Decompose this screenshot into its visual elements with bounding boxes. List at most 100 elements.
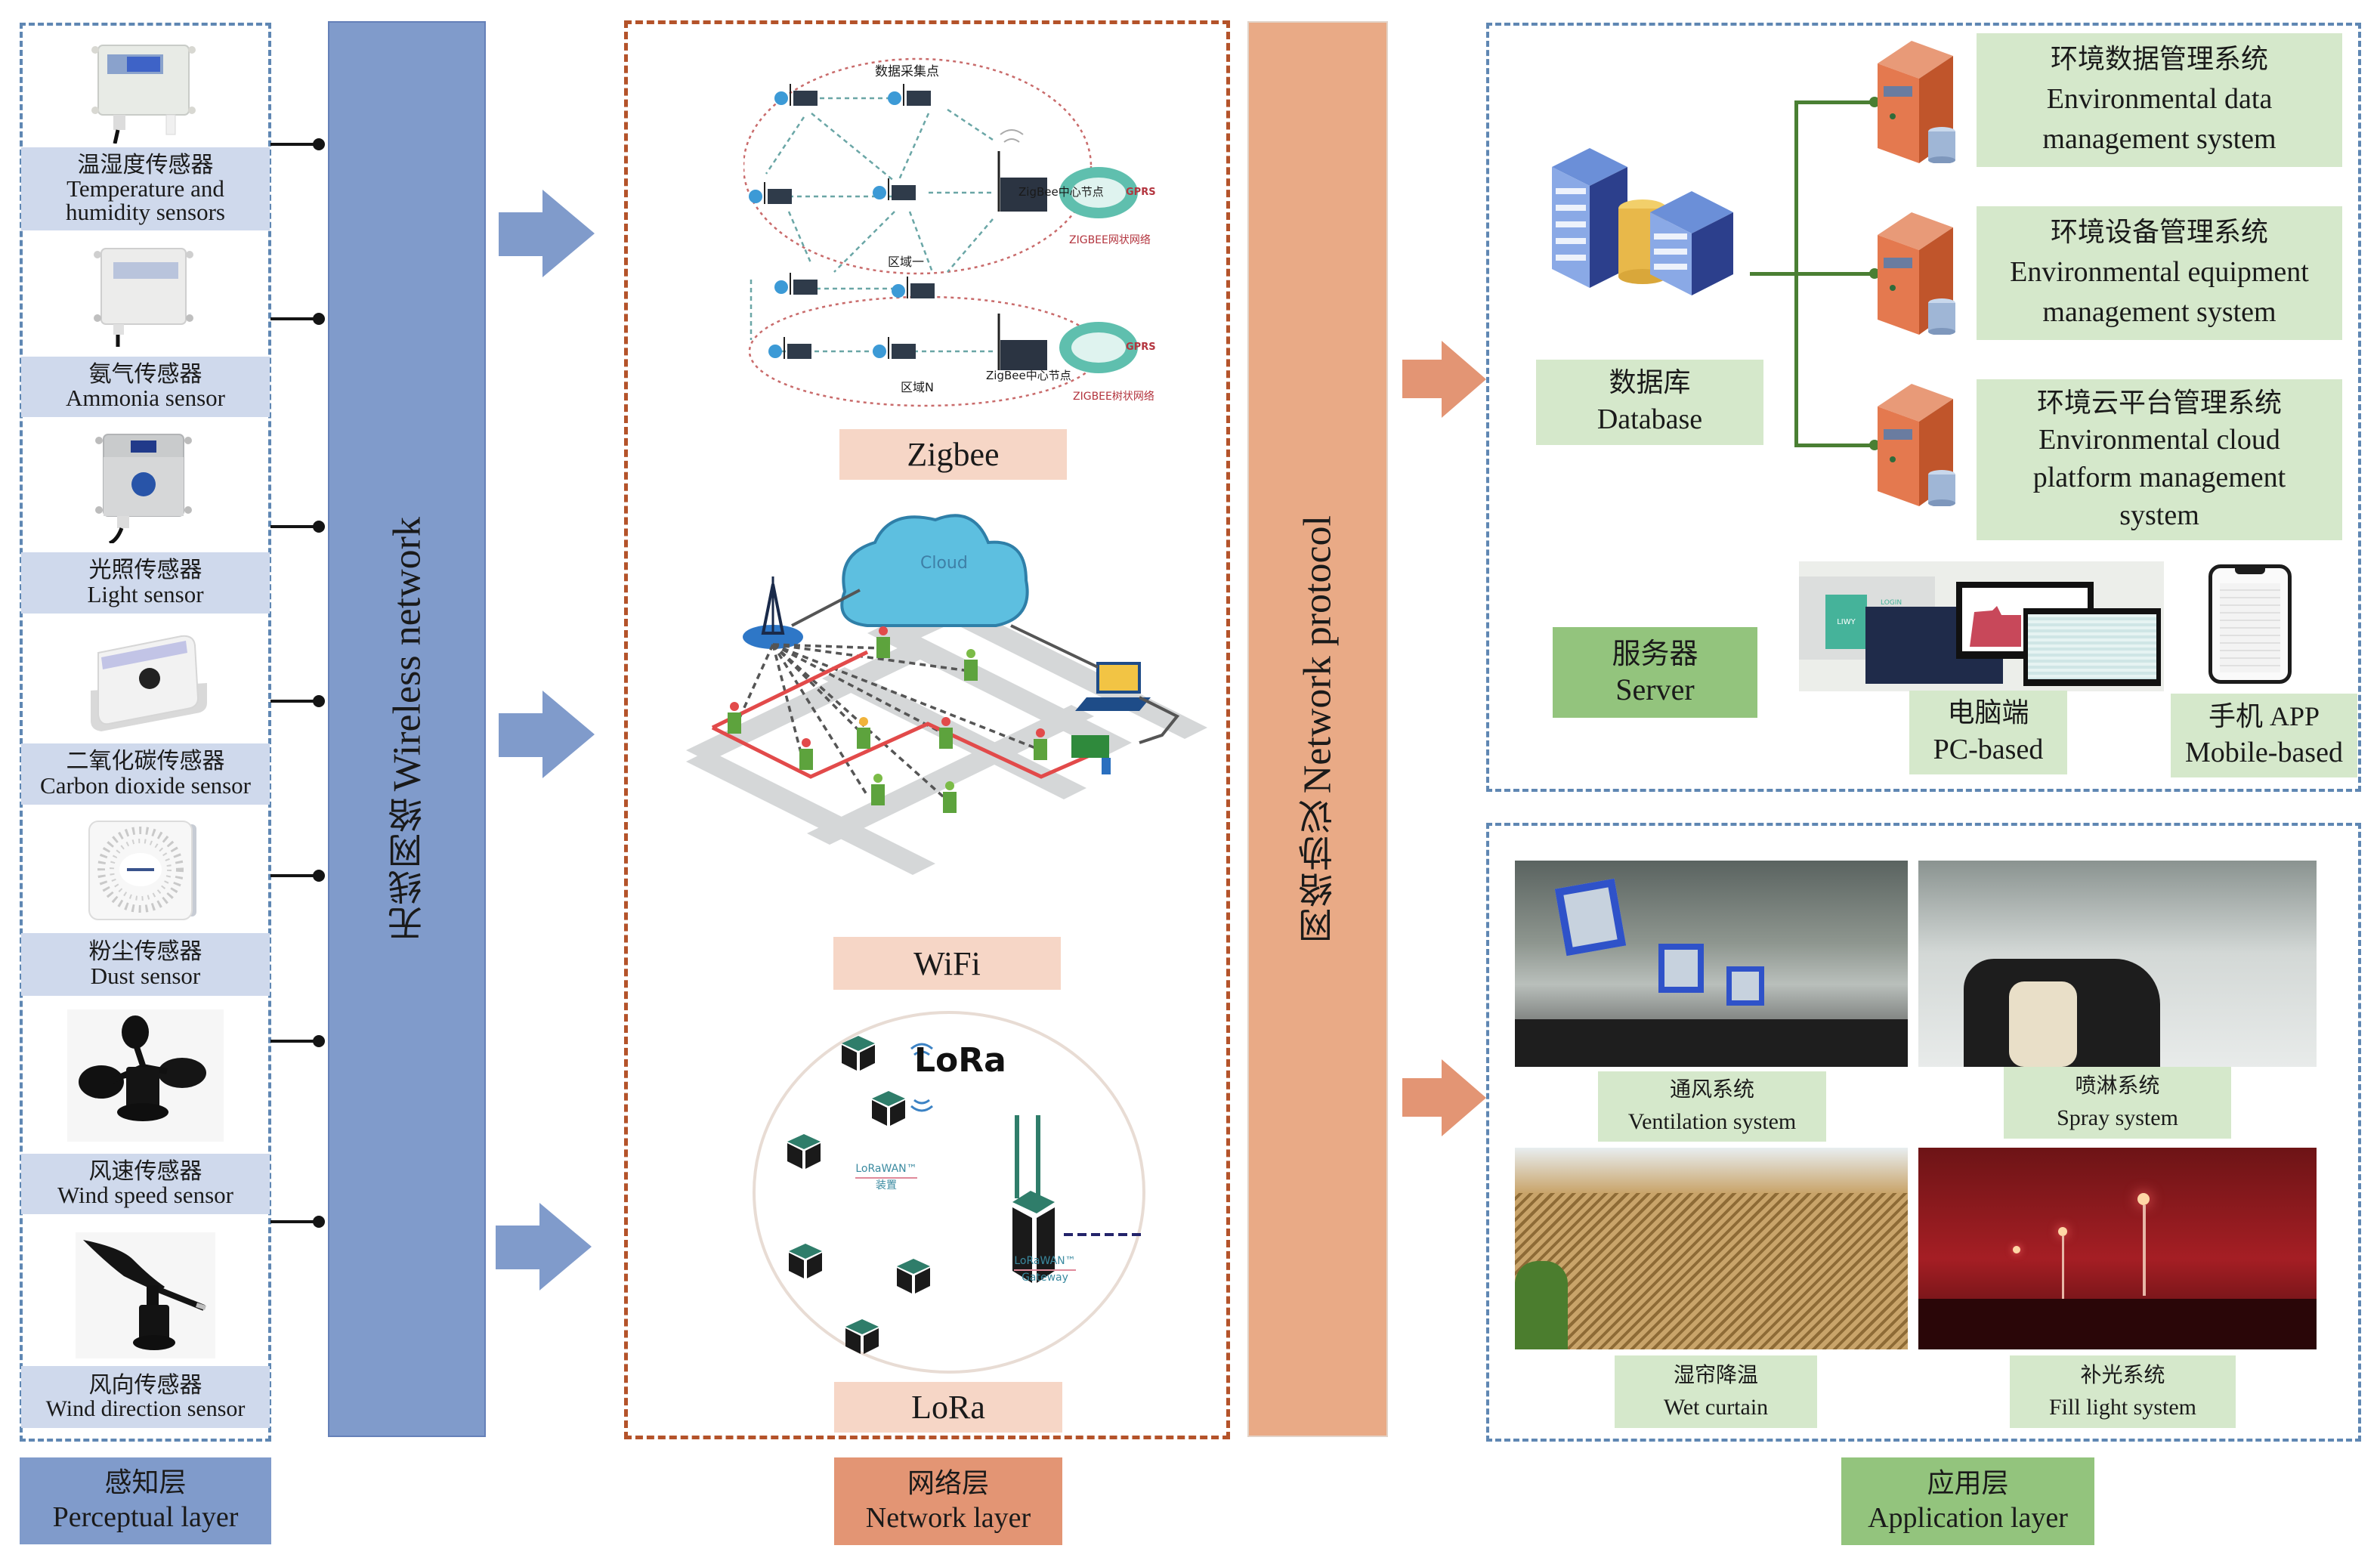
server-en: Server [1615,672,1695,706]
lora-diagram [751,1009,1148,1376]
connector-dot [313,313,325,325]
sensor-zh: 光照传感器 [88,557,202,584]
tree-dot [1869,440,1880,450]
server-label: 服务器 Server [1553,627,1757,718]
arrow-right-icon [499,190,595,277]
system-en: management system [2042,122,2276,155]
layer-en: Application layer [1868,1501,2068,1534]
pc-brand-text: LIWY [1837,617,1856,626]
server-zh: 服务器 [1612,637,1698,671]
lora-logo: LoRa [914,1041,1006,1080]
wind-vane-icon [76,1232,215,1358]
lorawan-device-caption: LoRaWAN™ 装置 [845,1162,928,1193]
photo-en: Fill light system [2048,1394,2197,1420]
light-sensor-icon [94,430,193,543]
database-label: 数据库 Database [1536,360,1763,445]
layer-en: Network layer [865,1501,1031,1534]
wet-curtain-photo [1515,1148,1908,1349]
cloud-icon [840,514,1029,627]
layer-zh: 网络层 [907,1467,989,1499]
wireless-network-bar: 无线网络 Wireless network [328,21,486,1437]
database-en: Database [1596,403,1703,436]
application-systems-frame [1486,23,2361,792]
system-en: Environmental data [2046,82,2273,115]
arrow-right-icon [1402,1059,1486,1136]
system-en: Environmental equipment [2010,255,2309,288]
zigbee-mesh-text: ZIGBEE网状网络 [1069,234,1151,246]
sensor-connector [270,1220,319,1223]
system-zh: 环境设备管理系统 [2050,217,2268,249]
sensor-en: Temperature and [66,175,224,202]
spray-label: 喷淋系统 Spray system [2004,1067,2231,1139]
system-zh: 环境数据管理系统 [2050,44,2268,76]
zigbee-center-node-text: ZigBee中心节点 [1018,185,1104,199]
system-en: management system [2042,295,2276,328]
system-en: Environmental cloud [2038,424,2280,456]
wifi-label: WiFi [833,937,1061,990]
sensor-en: Carbon dioxide sensor [40,771,251,799]
zigbee-region-n-text: 区域N [901,380,934,394]
sensor-label-dust: 粉尘传感器 Dust sensor [21,933,270,996]
smart-bin-icons [728,626,1111,813]
layer-zh: 感知层 [104,1467,187,1499]
mobile-zh: 手机 APP [2208,701,2320,732]
sensor-en: humidity sensors [66,199,225,225]
network-protocol-bar: 网络协议 Network protocol [1247,21,1388,1437]
arrow-right-icon [496,1203,592,1290]
lora-label: LoRa [834,1382,1062,1433]
dust-sensor-icon [83,817,204,926]
mobile-phone-icon [2208,564,2292,684]
ammonia-sensor-icon [91,243,196,348]
database-zh: 数据库 [1609,367,1691,399]
ventilation-label: 通风系统 Ventilation system [1598,1071,1826,1142]
wireless-zh: 无线网络 [386,796,428,941]
connector-dot [313,870,325,882]
connector-dot [313,1035,325,1047]
zigbee-diagram [743,53,1182,414]
wifi-label-text: WiFi [913,944,981,982]
cloud-text: Cloud [920,554,968,573]
lorawan-gateway-sub: Gateway [1022,1271,1068,1284]
sensor-en: Dust sensor [90,962,201,989]
photo-en: Wet curtain [1663,1394,1769,1420]
sensor-zh: 风向传感器 [88,1371,202,1399]
sensor-connector [270,1040,319,1043]
lorawan-gateway-title: LoRaWAN™ [1014,1254,1076,1271]
sensor-en: Wind direction sensor [45,1396,246,1421]
sensor-connector [270,874,319,877]
sensor-label-light: 光照传感器 Light sensor [21,552,270,614]
system-en: system [2119,499,2199,532]
zigbee-tree-text: ZIGBEE树状网络 [1073,391,1154,403]
lorawan-gateway-caption: LoRaWAN™ Gateway [1003,1254,1086,1285]
sensor-zh: 温湿度传感器 [77,152,214,178]
system-label-cloud-platform: 环境云平台管理系统 Environmental cloud platform m… [1977,379,2342,540]
temperature-humidity-sensor-icon [91,38,196,144]
protocol-en: Network protocol [1296,515,1340,794]
connector-dot [313,521,325,533]
sensor-zh: 二氧化碳传感器 [66,748,225,775]
tree-line-branch [1794,444,1875,447]
arrow-right-icon [1402,341,1486,418]
wet-curtain-label: 湿帘降温 Wet curtain [1615,1355,1817,1428]
sensor-en: Ammonia sensor [66,385,225,412]
lorawan-device-sub: 装置 [876,1179,897,1192]
sensor-connector [270,700,319,703]
ventilation-photo [1515,861,1908,1067]
co2-sensor-icon [76,630,212,736]
tree-line-branch [1794,100,1875,104]
tree-line-branch [1794,272,1875,276]
lora-label-text: LoRa [911,1389,985,1426]
zigbee-region-one-text: 区域一 [888,255,925,269]
network-layer-label: 网络层 Network layer [834,1457,1062,1545]
sensor-label-temperature-humidity: 温湿度传感器 Temperature and humidity sensors [21,147,270,230]
sensor-connector [270,317,319,320]
sensor-connector [270,143,319,146]
connector-dot [313,138,325,150]
application-equipment-frame [1486,823,2361,1442]
layer-en: Perceptual layer [52,1501,239,1534]
pc-zh: 电脑端 [1947,697,2029,729]
photo-zh: 喷淋系统 [2075,1073,2160,1099]
app-server-icon [1878,41,1955,163]
photo-zh: 补光系统 [2080,1362,2165,1387]
sensor-label-co2: 二氧化碳传感器 Carbon dioxide sensor [21,743,270,805]
